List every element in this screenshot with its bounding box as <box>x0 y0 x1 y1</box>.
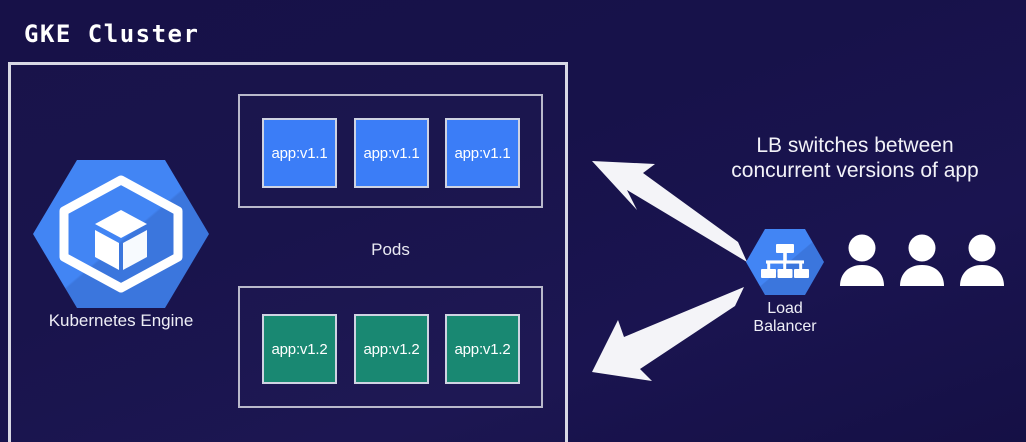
pod-v11-3[interactable]: app:v1.1 <box>445 118 520 188</box>
kubernetes-engine-node: Kubernetes Engine <box>33 158 209 346</box>
load-balancer-node: Load Balancer <box>746 228 824 335</box>
pod-group-v12: app:v1.2 app:v1.2 app:v1.2 <box>238 286 543 408</box>
pod-group-v11: app:v1.1 app:v1.1 app:v1.1 <box>238 94 543 208</box>
pod-v11-1[interactable]: app:v1.1 <box>262 118 337 188</box>
load-balancer-tree-icon <box>746 229 824 295</box>
page-title: GKE Cluster <box>24 20 200 48</box>
user-person-icon <box>900 234 944 286</box>
kubernetes-engine-hexagon-icon <box>33 160 209 308</box>
pods-label: Pods <box>371 240 410 259</box>
lb-annotation-text: LB switches between concurrent versions … <box>731 134 979 183</box>
pod-v11-2[interactable]: app:v1.1 <box>354 118 429 188</box>
gke-cluster-boundary <box>8 62 568 442</box>
pod-v12-1[interactable]: app:v1.2 <box>262 314 337 384</box>
kubernetes-engine-label: Kubernetes Engine <box>48 311 194 330</box>
users-group <box>838 232 1006 288</box>
user-person-icon <box>840 234 884 286</box>
pod-v12-2[interactable]: app:v1.2 <box>354 314 429 384</box>
pod-v12-3[interactable]: app:v1.2 <box>445 314 520 384</box>
user-person-icon <box>960 234 1004 286</box>
load-balancer-label: Load Balancer <box>753 300 817 336</box>
